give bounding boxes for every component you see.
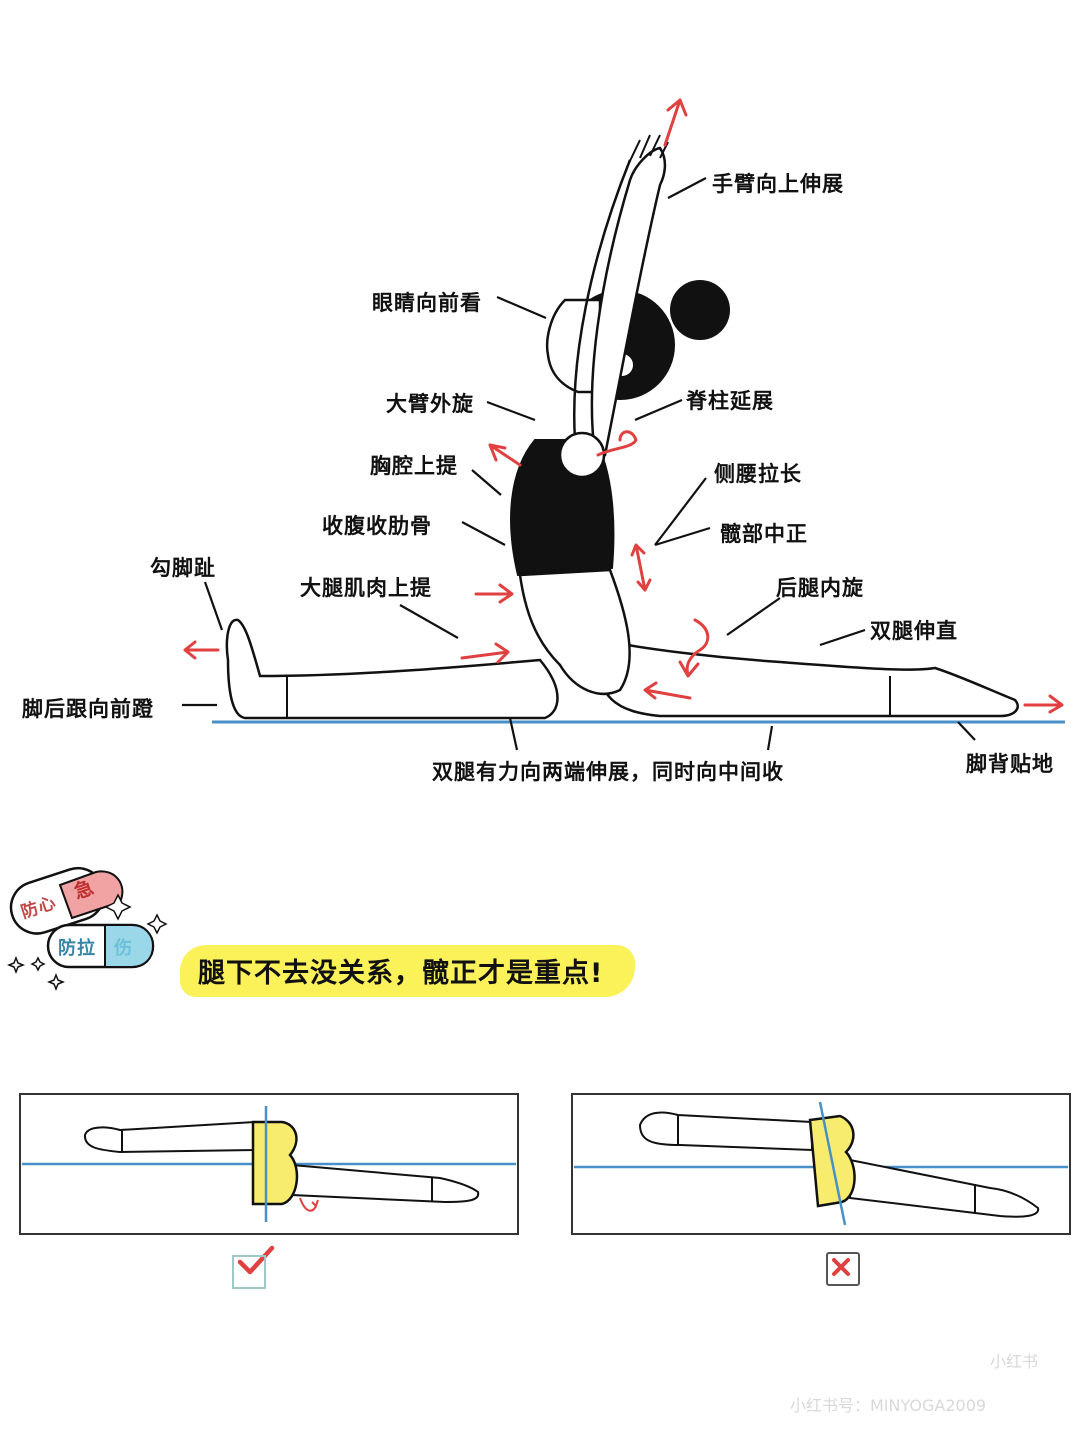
incorrect-checkbox: [826, 1252, 860, 1286]
back-leg-inward-arrow: [643, 681, 692, 700]
face: [546, 298, 602, 394]
arm-front-edge: [573, 159, 632, 441]
label-arm-extend: 手臂向上伸展: [712, 172, 844, 196]
front-thigh-arrow: [460, 642, 510, 664]
spine-curl-arrow: [596, 430, 638, 457]
pelvis: [518, 568, 631, 696]
raised-arms: [590, 146, 667, 457]
label-heel-push: 脚后跟向前蹬: [22, 697, 154, 721]
chest-lift-arrow: [488, 443, 522, 467]
correct-hip: [251, 1120, 299, 1206]
back-foot-arrow: [1023, 694, 1064, 714]
back-leg: [596, 638, 1019, 718]
label-hip-center: 髋部中正: [720, 522, 808, 546]
fingers: [627, 134, 669, 166]
pill-badge: [6, 866, 168, 992]
label-instep-ground: 脚背贴地: [966, 752, 1054, 776]
label-spine-extend: 脊柱延展: [686, 389, 774, 413]
toe-arrow: [183, 640, 220, 660]
arm-up-arrow: [663, 98, 688, 147]
label-thigh-lift: 大腿肌肉上提: [300, 576, 432, 600]
label-upper-arm-rotate: 大臂外旋: [386, 392, 474, 416]
label-chest-lift: 胸腔上提: [370, 454, 458, 478]
side-waist-arrow: [630, 543, 652, 592]
watermark-logo: 小红书: [990, 1352, 1039, 1371]
label-legs-straight: 双腿伸直: [870, 619, 958, 643]
label-abs-ribs: 收腹收肋骨: [322, 514, 432, 538]
incorrect-hip-axis: [818, 1101, 847, 1226]
pill-text-bottom-right: 伤: [114, 938, 133, 959]
banner-text: 腿下不去没关系，髋正才是重点!: [198, 958, 604, 989]
label-hook-toes: 勾脚趾: [150, 556, 216, 580]
label-legs-bottom: 双腿有力向两端伸展，同时向中间收: [432, 760, 784, 784]
thigh-lift-arrow: [474, 583, 514, 604]
back-leg-rotate-arrow: [678, 618, 710, 678]
pointer-lines: [182, 177, 976, 751]
watermark-id: 小红书号：MINYOGA2009: [790, 1396, 987, 1415]
highlight-banner: [180, 945, 635, 997]
hair-bun: [670, 280, 730, 340]
cross-mark: [832, 1258, 850, 1276]
correct-checkbox: [232, 1255, 266, 1289]
label-back-leg-rotate: 后腿内旋: [776, 576, 864, 600]
pill-blue-half: [104, 924, 155, 968]
incorrect-panel: [571, 1093, 1071, 1235]
shoulder: [558, 431, 606, 479]
label-eyes-forward: 眼睛向前看: [372, 291, 482, 315]
red-arrows: [183, 98, 1064, 714]
front-leg: [225, 618, 559, 720]
pill-text-bottom-left: 防拉: [58, 938, 96, 959]
correct-panel: [19, 1093, 519, 1235]
label-side-waist: 侧腰拉长: [714, 462, 802, 486]
